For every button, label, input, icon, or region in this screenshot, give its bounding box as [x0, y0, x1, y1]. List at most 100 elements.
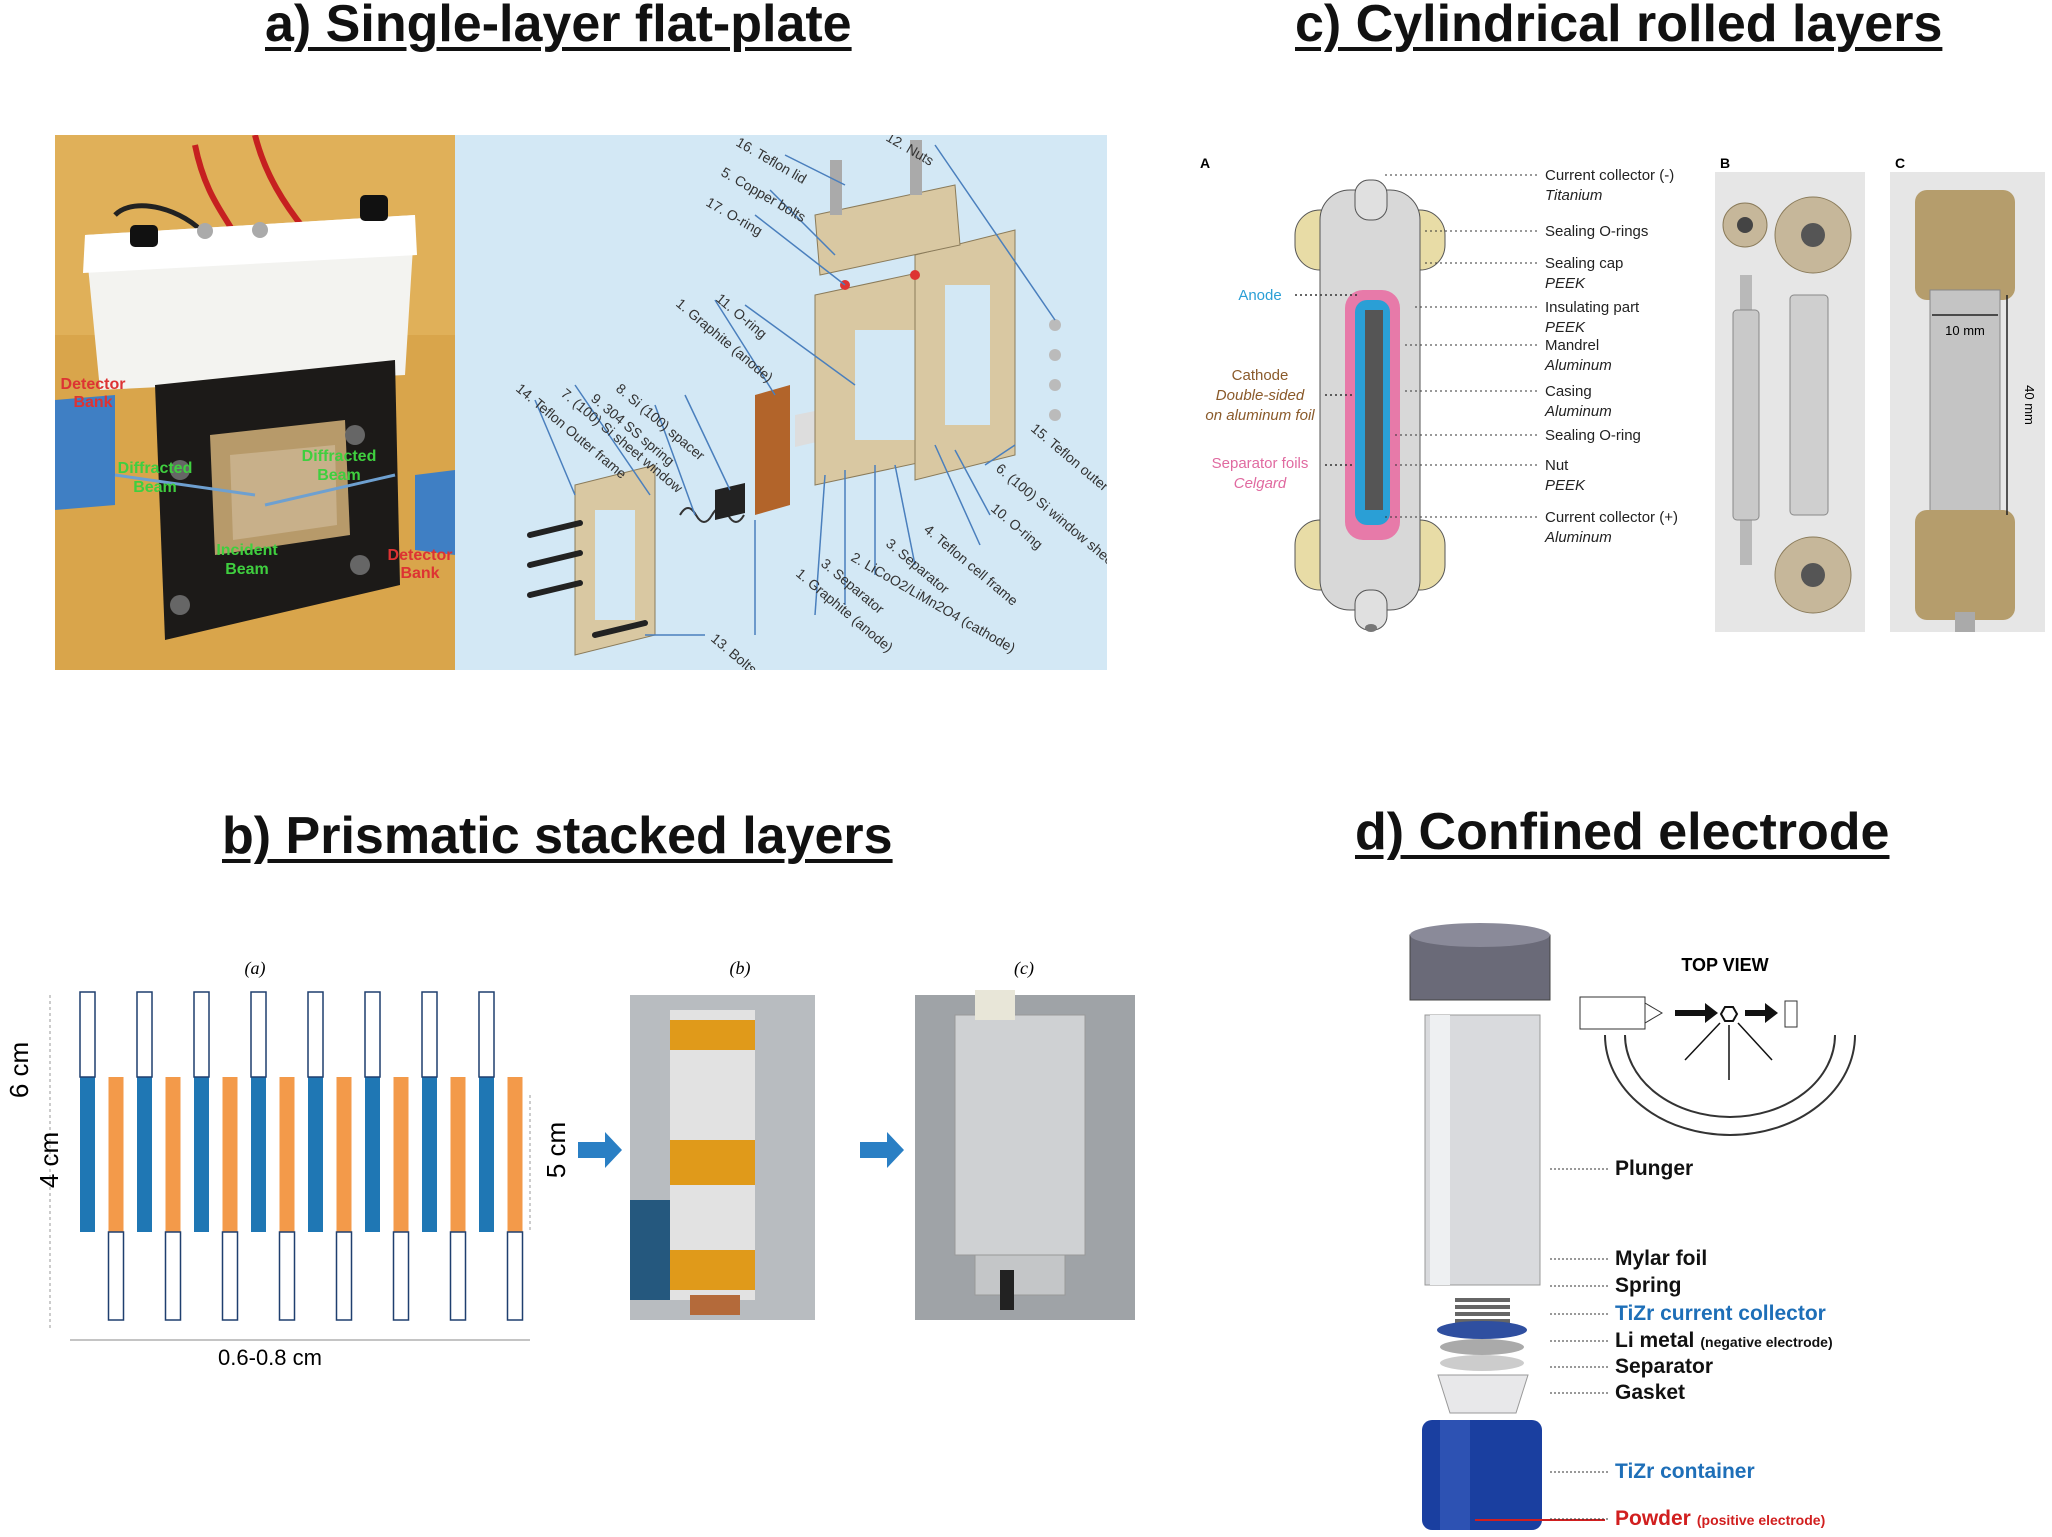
cell-part-label: Mandrel: [1545, 337, 1599, 354]
electrode-tab: [307, 991, 324, 1078]
cell-part-label: Casing: [1545, 383, 1592, 400]
anode-electrode: [194, 1077, 209, 1232]
sublabel-C: C: [1895, 155, 1905, 171]
sublabel-B: B: [1720, 155, 1730, 171]
sublabel-c: (c): [1014, 958, 1034, 979]
dim-10mm-label: 10 mm: [1945, 323, 1985, 338]
separator-sub-label: Celgard: [1234, 475, 1287, 492]
anode-electrode: [251, 1077, 266, 1232]
dim-6cm-label: 6 cm: [4, 1042, 34, 1098]
exploded-diagram: 16. Teflon lid 5. Copper bolts 17. O-rin…: [455, 135, 1107, 670]
electrode-tab: [79, 991, 96, 1078]
electrode-tab: [506, 1231, 524, 1321]
anode-electrode: [80, 1077, 95, 1232]
electrode-tab: [421, 991, 438, 1078]
sublabel-a: (a): [245, 958, 266, 979]
title-panel-b: b) Prismatic stacked layers: [222, 807, 893, 865]
assembled-cell-photo: 10 mm 40 mm: [1890, 172, 2045, 632]
anode-electrode: [365, 1077, 380, 1232]
gasket: [1437, 1374, 1529, 1414]
anode-electrode: [308, 1077, 323, 1232]
sublabel-A: A: [1200, 155, 1210, 171]
cell-part-material: Aluminum: [1544, 529, 1612, 546]
dim-5cm-label: 5 cm: [541, 1122, 571, 1178]
electrode-tab: [278, 1231, 296, 1321]
electrode-tab: [107, 1231, 125, 1321]
separator-label: Separator foils: [1212, 455, 1309, 472]
electrode-tab: [364, 991, 381, 1078]
cathode-electrode: [279, 1077, 295, 1232]
spring: [1455, 1298, 1510, 1323]
arrow-right-2: [860, 1132, 904, 1168]
component-label: Li metal(negative electrode): [1615, 1329, 1833, 1352]
dim-width-label: 0.6-0.8 cm: [218, 1345, 322, 1370]
cell-part-label: Sealing O-rings: [1545, 223, 1648, 240]
cell-part-material: PEEK: [1545, 319, 1586, 336]
top-view-diagram: [1579, 996, 1856, 1136]
cathode-electrode: [165, 1077, 181, 1232]
cathode-electrode: [393, 1077, 409, 1232]
title-panel-a: a) Single-layer flat-plate: [265, 0, 852, 53]
cell-part-material: Aluminum: [1544, 357, 1612, 374]
cell-part-label: Sealing cap: [1545, 255, 1623, 272]
component-label: Plunger: [1615, 1157, 1693, 1180]
cathode-sub1-label: Double-sided: [1216, 387, 1305, 404]
cell-part-material: Titanium: [1545, 187, 1602, 204]
current-collector-disc: [1437, 1321, 1527, 1339]
component-label: Separator: [1615, 1355, 1713, 1378]
cell-part-material: Aluminum: [1544, 403, 1612, 420]
panel-c-figure: A B C Anode Cathode Double-sided on alum…: [1200, 155, 2045, 632]
pouch-photo-sealed: [915, 990, 1135, 1320]
component-label: Gasket: [1615, 1381, 1685, 1404]
component-label: Mylar foil: [1615, 1247, 1707, 1270]
electrode-tab: [136, 991, 153, 1078]
cathode-sub2-label: on aluminum foil: [1205, 407, 1315, 424]
electrode-tab: [478, 991, 495, 1078]
electrode-tab: [250, 991, 267, 1078]
anode-label: Anode: [1238, 287, 1281, 304]
cathode-electrode: [222, 1077, 238, 1232]
cell-part-label: Nut: [1545, 457, 1569, 474]
cathode-electrode: [450, 1077, 466, 1232]
cell-part-material: PEEK: [1545, 477, 1586, 494]
component-label: Spring: [1615, 1274, 1682, 1297]
electrode-tab: [164, 1231, 182, 1321]
cathode-electrode: [108, 1077, 124, 1232]
component-label: TiZr current collector: [1615, 1302, 1826, 1325]
title-panel-d: d) Confined electrode: [1355, 803, 1890, 861]
arrow-right-1: [578, 1132, 622, 1168]
cell-part-label: Sealing O-ring: [1545, 427, 1641, 444]
electrode-tab: [221, 1231, 239, 1321]
stacked-electrodes: [79, 991, 524, 1321]
cathode-electrode: [507, 1077, 523, 1232]
cell-parts-photo: [1715, 172, 1865, 632]
top-view-label: TOP VIEW: [1681, 955, 1768, 975]
panel-b-figure: (a) (b) (c) 6 cm 4 cm 5 cm 0.6-0.8 cm: [4, 958, 1135, 1370]
cathode-electrode: [336, 1077, 352, 1232]
title-panel-c: c) Cylindrical rolled layers: [1295, 0, 1943, 53]
anode-electrode: [479, 1077, 494, 1232]
component-label: TiZr container: [1615, 1460, 1755, 1483]
anode-electrode: [137, 1077, 152, 1232]
cell-part-material: PEEK: [1545, 275, 1586, 292]
cathode-label: Cathode: [1232, 367, 1289, 384]
electrode-tab: [449, 1231, 467, 1321]
anode-electrode: [422, 1077, 437, 1232]
dim-40mm-label: 40 mm: [2022, 385, 2037, 425]
electrode-tab: [335, 1231, 353, 1321]
pouch-photo-taped: [630, 995, 815, 1320]
cell-part-label: Current collector (-): [1545, 167, 1674, 184]
component-label: Powder(positive electrode): [1615, 1507, 1825, 1530]
cell-part-label: Insulating part: [1545, 299, 1640, 316]
electrode-tab: [193, 991, 210, 1078]
dim-4cm-label: 4 cm: [34, 1132, 64, 1188]
cell-part-label: Current collector (+): [1545, 509, 1678, 526]
sublabel-b: (b): [730, 958, 751, 979]
